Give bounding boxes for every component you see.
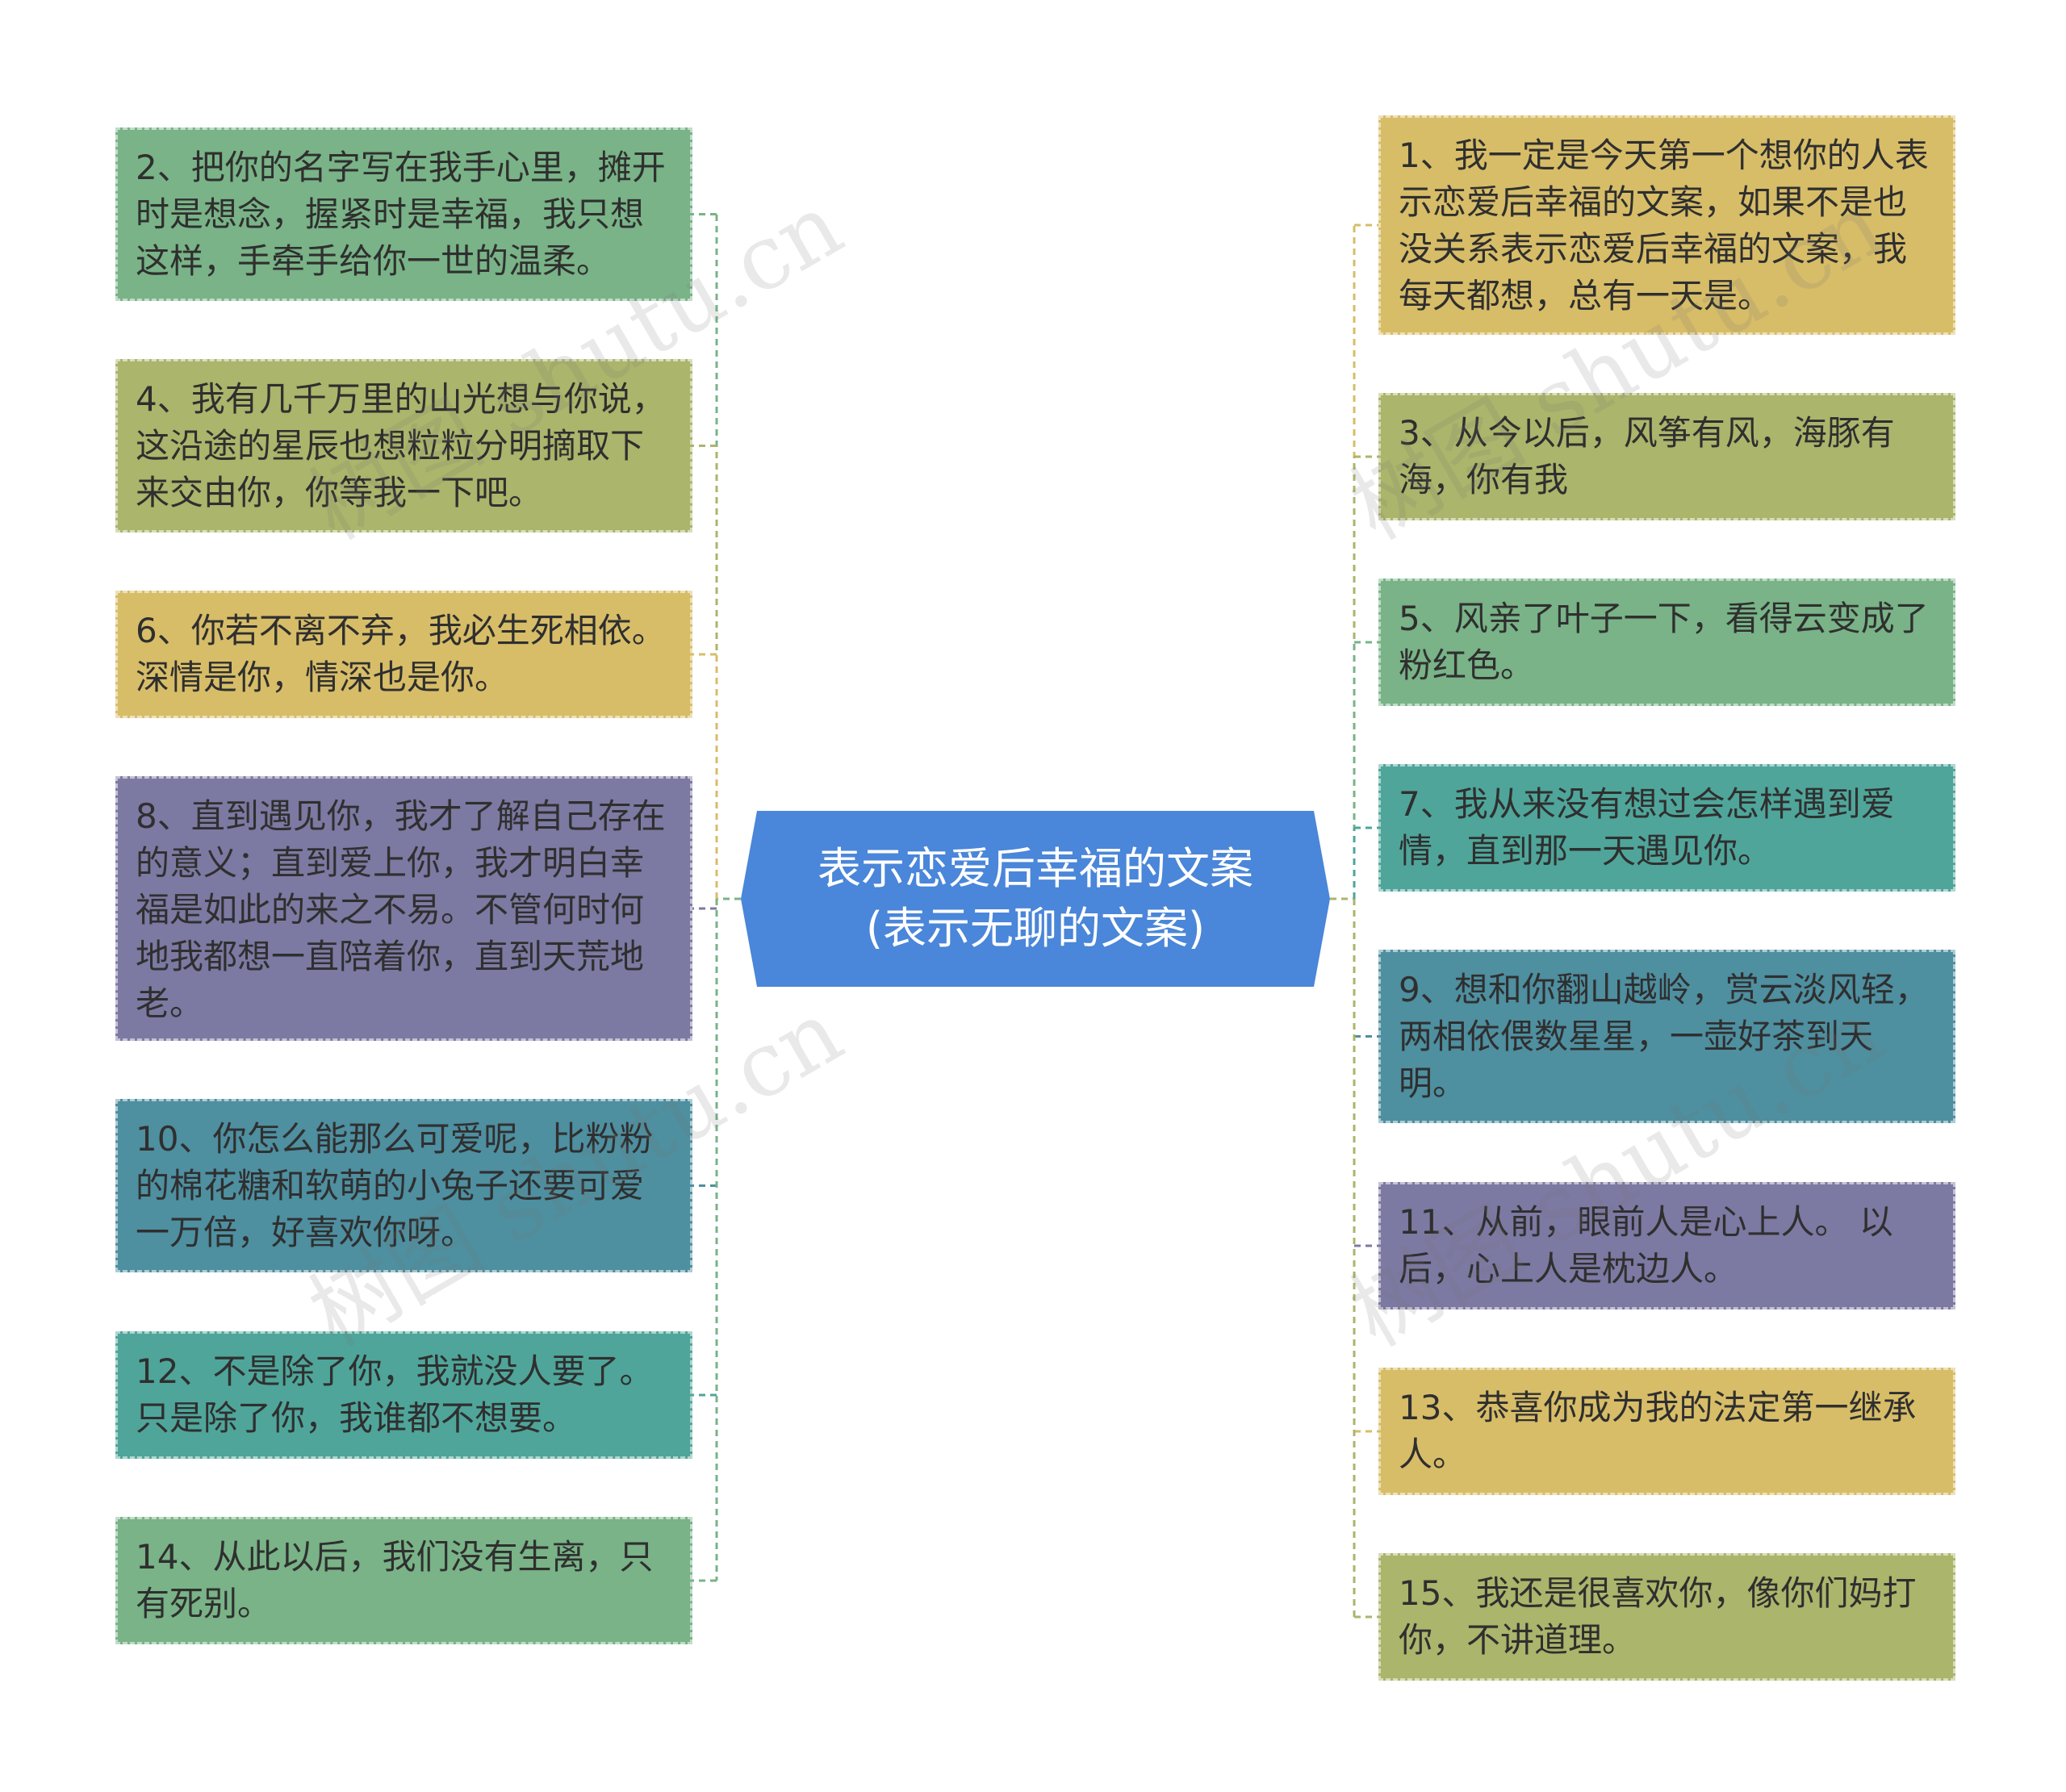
left-topic-text: 6、你若不离不弃，我必生死相依。深情是你，情深也是你。 bbox=[136, 611, 666, 697]
right-topic-text: 1、我一定是今天第一个想你的人表示恋爱后幸福的文案，如果不是也没关系表示恋爱后幸… bbox=[1399, 136, 1929, 315]
right-topic-text: 7、我从来没有想过会怎样遇到爱情，直到那一天遇见你。 bbox=[1399, 784, 1895, 871]
central-topic[interactable]: 表示恋爱后幸福的文案(表示无聊的文案) bbox=[741, 811, 1330, 987]
right-topic-text: 3、从今以后，风筝有风，海豚有海，你有我 bbox=[1399, 413, 1895, 499]
right-topic-node[interactable]: 13、恭喜你成为我的法定第一继承人。 bbox=[1378, 1368, 1955, 1495]
left-topic-node[interactable]: 14、从此以后，我们没有生离，只有死别。 bbox=[115, 1517, 692, 1644]
left-topic-node[interactable]: 8、直到遇见你，我才了解自己存在的意义；直到爱上你，我才明白幸福是如此的来之不易… bbox=[115, 776, 692, 1041]
left-topic-node[interactable]: 6、你若不离不弃，我必生死相依。深情是你，情深也是你。 bbox=[115, 591, 692, 718]
right-topic-text: 11、从前，眼前人是心上人。 以后，心上人是枕边人。 bbox=[1399, 1202, 1893, 1289]
left-topic-text: 12、不是除了你，我就没人要了。只是除了你，我谁都不想要。 bbox=[136, 1351, 654, 1438]
right-topic-node[interactable]: 11、从前，眼前人是心上人。 以后，心上人是枕边人。 bbox=[1378, 1182, 1955, 1310]
left-topic-text: 4、我有几千万里的山光想与你说，这沿途的星辰也想粒粒分明摘取下来交由你，你等我一… bbox=[136, 379, 666, 512]
right-topic-node[interactable]: 1、我一定是今天第一个想你的人表示恋爱后幸福的文案，如果不是也没关系表示恋爱后幸… bbox=[1378, 115, 1955, 335]
left-topic-node[interactable]: 4、我有几千万里的山光想与你说，这沿途的星辰也想粒粒分明摘取下来交由你，你等我一… bbox=[115, 359, 692, 533]
right-topic-node[interactable]: 7、我从来没有想过会怎样遇到爱情，直到那一天遇见你。 bbox=[1378, 764, 1955, 892]
central-topic-shape bbox=[741, 811, 1330, 987]
right-topic-text: 13、恭喜你成为我的法定第一继承人。 bbox=[1399, 1388, 1917, 1474]
right-topic-text: 15、我还是很喜欢你，像你们妈打你，不讲道理。 bbox=[1399, 1573, 1917, 1660]
right-topic-text: 5、风亲了叶子一下，看得云变成了粉红色。 bbox=[1399, 599, 1929, 685]
right-topic-node[interactable]: 15、我还是很喜欢你，像你们妈打你，不讲道理。 bbox=[1378, 1553, 1955, 1681]
left-topic-text: 8、直到遇见你，我才了解自己存在的意义；直到爱上你，我才明白幸福是如此的来之不易… bbox=[136, 796, 666, 1023]
left-topic-node[interactable]: 10、你怎么能那么可爱呢，比粉粉的棉花糖和软萌的小兔子还要可爱一万倍，好喜欢你呀… bbox=[115, 1099, 692, 1272]
central-topic-label: 表示恋爱后幸福的文案(表示无聊的文案) bbox=[818, 843, 1253, 954]
right-topic-node[interactable]: 3、从今以后，风筝有风，海豚有海，你有我 bbox=[1378, 393, 1955, 520]
left-topic-text: 10、你怎么能那么可爱呢，比粉粉的棉花糖和软萌的小兔子还要可爱一万倍，好喜欢你呀… bbox=[136, 1119, 654, 1252]
right-topic-text: 9、想和你翻山越岭，赏云淡风轻，两相依偎数星星，一壶好茶到天明。 bbox=[1399, 970, 1929, 1103]
left-topic-node[interactable]: 2、把你的名字写在我手心里，摊开时是想念，握紧时是幸福，我只想这样，手牵手给你一… bbox=[115, 127, 692, 301]
left-topic-text: 2、把你的名字写在我手心里，摊开时是想念，握紧时是幸福，我只想这样，手牵手给你一… bbox=[136, 148, 666, 281]
right-topic-node[interactable]: 5、风亲了叶子一下，看得云变成了粉红色。 bbox=[1378, 579, 1955, 706]
central-topic-hexagon bbox=[741, 811, 1330, 987]
left-topic-node[interactable]: 12、不是除了你，我就没人要了。只是除了你，我谁都不想要。 bbox=[115, 1331, 692, 1459]
right-topic-node[interactable]: 9、想和你翻山越岭，赏云淡风轻，两相依偎数星星，一壶好茶到天明。 bbox=[1378, 950, 1955, 1123]
left-topic-text: 14、从此以后，我们没有生离，只有死别。 bbox=[136, 1537, 654, 1623]
